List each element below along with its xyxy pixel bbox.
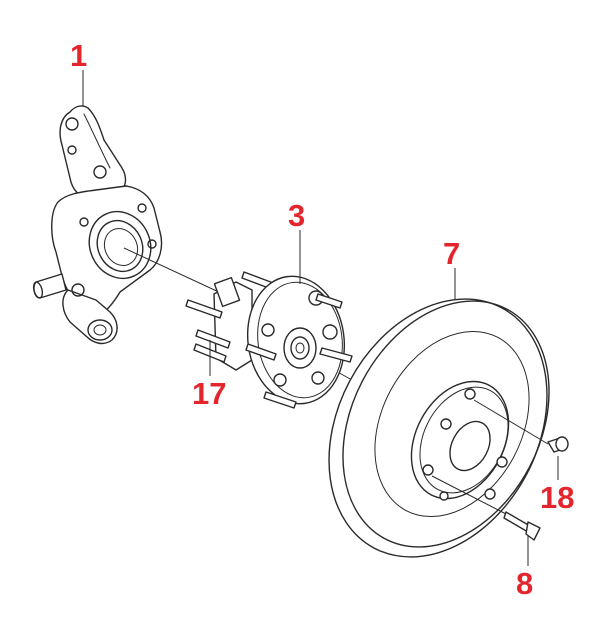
steering-knuckle	[32, 105, 163, 345]
plug-part	[547, 436, 569, 453]
callout-18: 18	[540, 480, 575, 515]
callout-1: 1	[70, 38, 88, 73]
brake-disc	[328, 298, 550, 558]
wheel-hub	[185, 271, 353, 409]
screw-axis	[431, 475, 507, 515]
screw-part	[503, 511, 541, 541]
callout-7: 7	[443, 236, 461, 271]
front-studs	[245, 293, 353, 409]
callout-3: 3	[288, 198, 306, 233]
callout-17: 17	[192, 376, 227, 411]
plug-leader	[473, 399, 549, 445]
callout-8: 8	[516, 566, 534, 601]
